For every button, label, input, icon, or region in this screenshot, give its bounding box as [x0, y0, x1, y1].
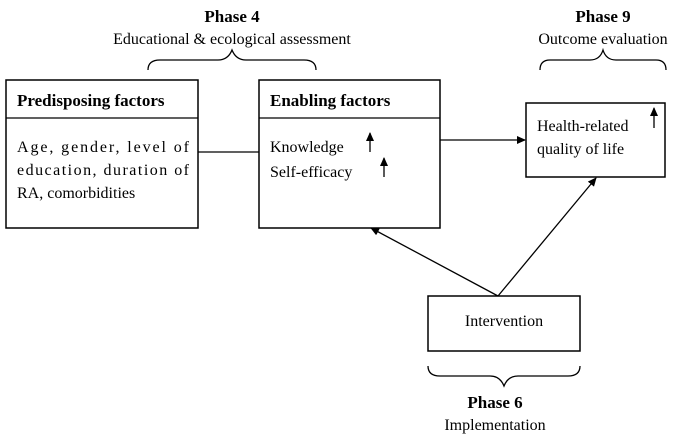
predisposing-line-1: Age, gender, level of [17, 139, 190, 156]
intervention-label: Intervention [465, 313, 543, 330]
phase-6-subtitle: Implementation [444, 417, 545, 434]
phase-4-subtitle: Educational & ecological assessment [113, 31, 351, 48]
phase-9-brace [539, 47, 667, 71]
outcome-line-2: quality of life [537, 141, 624, 158]
phase-4-title: Phase 4 [204, 7, 260, 26]
enabling-line-knowledge: Knowledge [270, 139, 344, 156]
enabling-factors-header: Enabling factors [270, 91, 391, 110]
enabling-factors-box: Enabling factors Knowledge Self-efficacy [258, 79, 441, 229]
predisposing-factors-header: Predisposing factors [17, 91, 165, 110]
health-related-qol-box: Health-related quality of life [525, 102, 666, 178]
phase-4-brace [147, 48, 317, 71]
intervention-to-outcome-arrow [497, 177, 597, 297]
predisposing-line-3: RA, comorbidities [17, 185, 135, 202]
intervention-box: Intervention [427, 295, 581, 352]
phase-9-subtitle: Outcome evaluation [538, 31, 667, 48]
enabling-line-self-efficacy: Self-efficacy [270, 164, 352, 181]
outcome-line-1: Health-related [537, 118, 629, 135]
predisposing-line-2: education, duration of [17, 162, 190, 179]
phase-6-brace [427, 365, 581, 388]
phase-6-title: Phase 6 [467, 393, 522, 412]
predisposing-factors-box: Predisposing factors Age, gender, level … [5, 79, 199, 229]
phase-9-title: Phase 9 [575, 7, 630, 26]
intervention-to-enabling-arrow [370, 227, 499, 297]
